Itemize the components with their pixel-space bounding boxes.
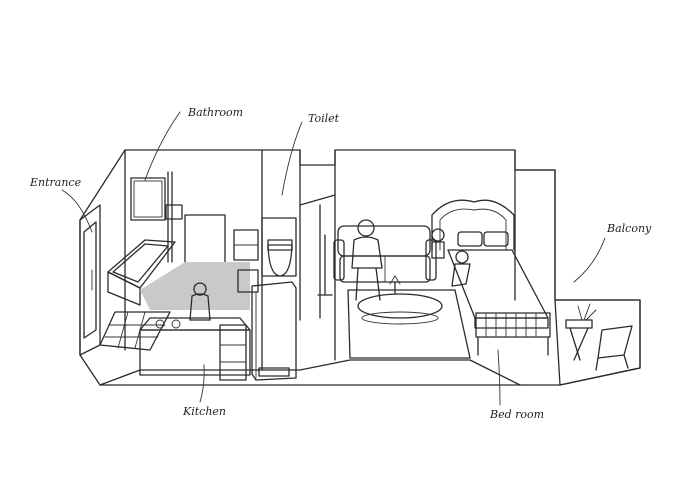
toilet-area (261, 217, 297, 277)
bed (431, 199, 551, 356)
leader-toilet (281, 121, 303, 196)
label-bathroom: Bathroom (187, 106, 243, 119)
leader-lines (61, 111, 606, 406)
leader-bedroom (497, 349, 501, 406)
kitchen-person (189, 282, 211, 321)
leader-balcony (573, 237, 606, 283)
living-area (317, 219, 471, 359)
label-balcony: Balcony (606, 222, 652, 235)
bathroom-area (99, 171, 259, 351)
label-kitchen: Kitchen (182, 405, 226, 418)
leader-entrance (61, 189, 93, 233)
label-entrance: Entrance (29, 176, 82, 189)
leader-bathroom (144, 111, 181, 181)
label-toilet: Toilet (308, 112, 340, 125)
kitchen-area (139, 281, 297, 381)
leader-kitchen (199, 364, 205, 403)
label-bedroom: Bed room (489, 408, 544, 421)
back-walls (124, 149, 556, 371)
balcony-area (554, 299, 641, 386)
